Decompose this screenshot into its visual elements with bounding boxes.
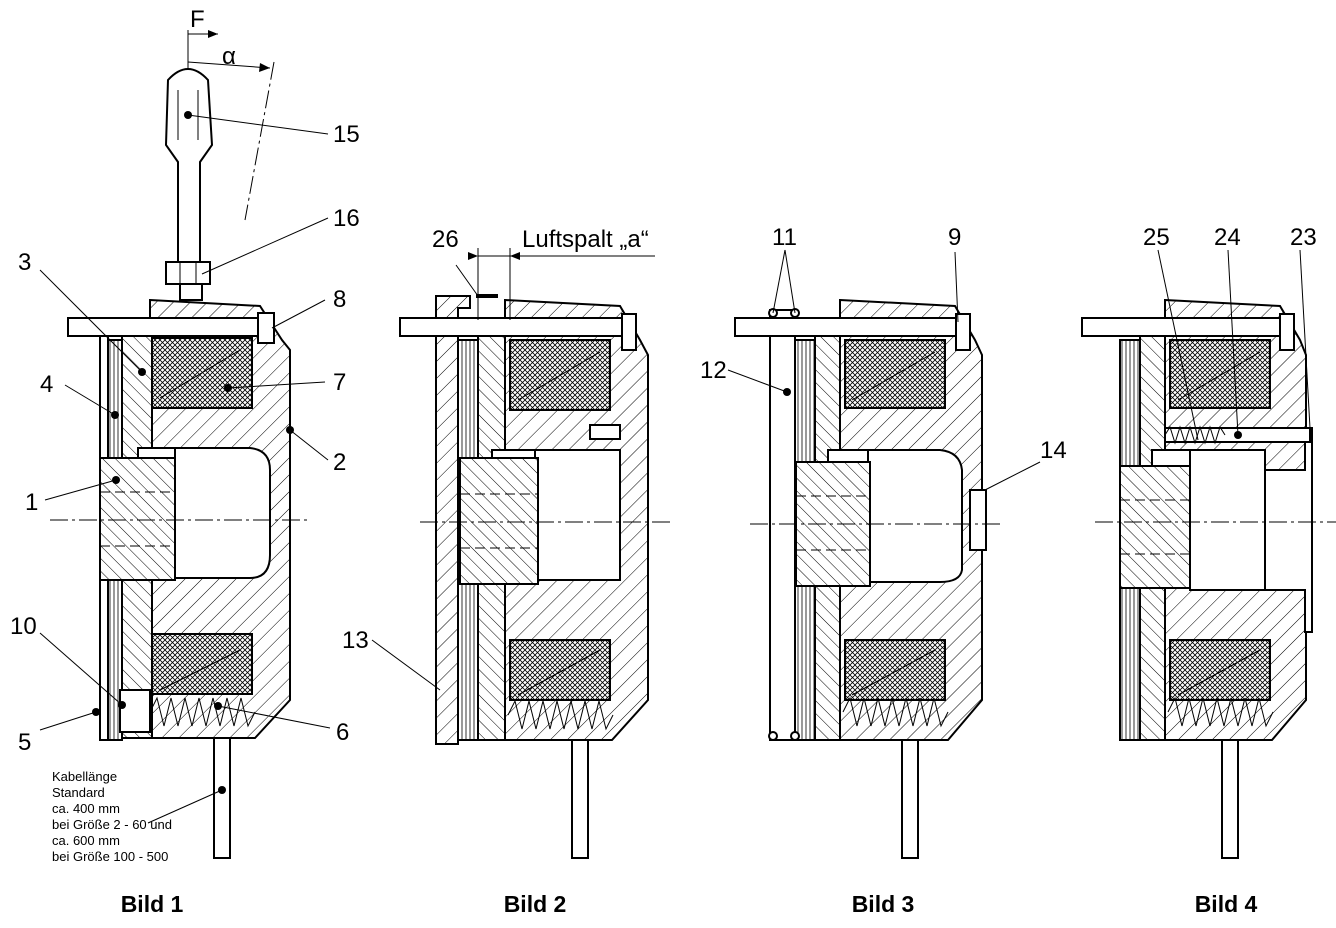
callout-2: 2 — [333, 449, 346, 476]
cable — [213, 737, 231, 859]
air-gap-label: Luftspalt „a“ — [522, 226, 649, 253]
hub — [99, 457, 176, 581]
callout-1: 1 — [25, 489, 38, 516]
caption-bild-1: Bild 1 — [121, 891, 184, 917]
callout-3: 3 — [18, 249, 31, 276]
force-symbol: F — [190, 6, 205, 33]
figure-4 — [1081, 298, 1336, 859]
magnet-coil — [151, 337, 253, 409]
figure-3 — [734, 298, 1000, 859]
callout-8: 8 — [333, 286, 346, 313]
callout-15: 15 — [333, 121, 360, 148]
caption-bild-4: Bild 4 — [1195, 891, 1258, 917]
callout-9: 9 — [948, 224, 961, 251]
figure-2 — [399, 248, 670, 859]
callout-24: 24 — [1214, 224, 1241, 251]
cover-ring — [769, 309, 796, 741]
cable-note-line-4: bei Größe 2 - 60 und — [52, 817, 172, 832]
cable-note-line-1: Kabellänge — [52, 769, 117, 784]
callout-11: 11 — [772, 224, 797, 251]
angle-symbol: α — [222, 43, 236, 70]
cable-note-line-3: ca. 400 mm — [52, 801, 120, 816]
flange-plate — [435, 295, 471, 745]
labels: F α 15 16 3 8 7 4 2 1 10 5 6 26 Luftspal… — [10, 6, 1317, 917]
screw — [67, 317, 269, 337]
cable-note-line-5: ca. 600 mm — [52, 833, 120, 848]
callout-26: 26 — [432, 226, 459, 253]
cable-note-line-6: bei Größe 100 - 500 — [52, 849, 168, 864]
callout-6: 6 — [336, 719, 349, 746]
callout-7: 7 — [333, 369, 346, 396]
leader-lines — [39, 111, 1311, 824]
callout-4: 4 — [40, 371, 53, 398]
figure-1 — [50, 30, 310, 859]
cable-note-line-2: Standard — [52, 785, 105, 800]
callout-12: 12 — [700, 357, 727, 384]
callout-10: 10 — [10, 613, 37, 640]
callout-16: 16 — [333, 205, 360, 232]
callout-14: 14 — [1040, 437, 1067, 464]
callout-13: 13 — [342, 627, 369, 654]
callout-5: 5 — [18, 729, 31, 756]
hand-release-lever — [164, 68, 214, 301]
callout-23: 23 — [1290, 224, 1317, 251]
shaft-sleeve — [1264, 427, 1313, 633]
caption-bild-3: Bild 3 — [852, 891, 915, 917]
caption-bild-2: Bild 2 — [504, 891, 567, 917]
cap — [969, 489, 987, 551]
callout-25: 25 — [1143, 224, 1170, 251]
